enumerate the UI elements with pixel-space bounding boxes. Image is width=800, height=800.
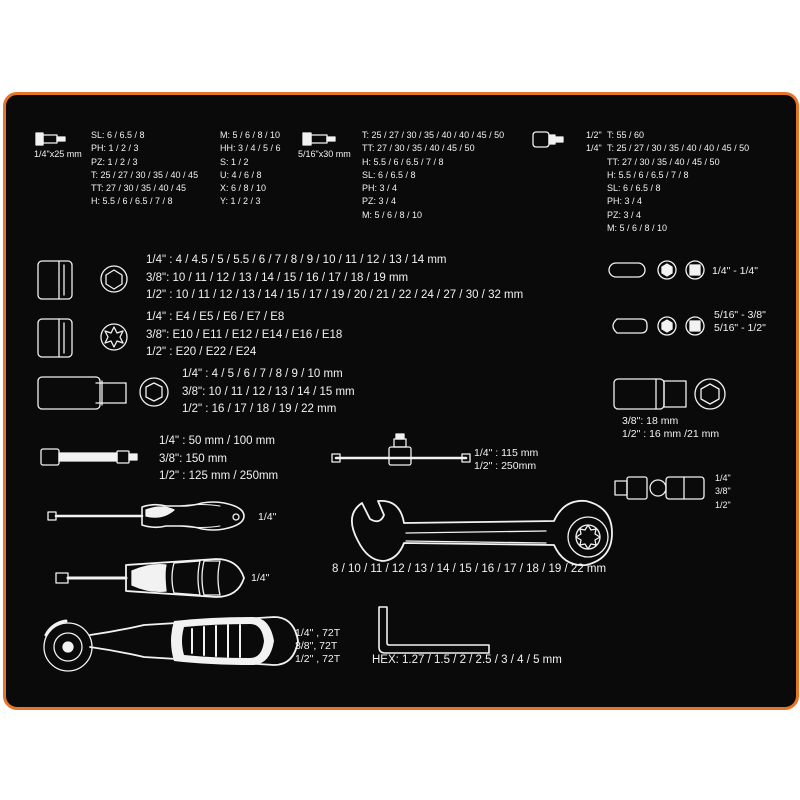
spark-plug-sizes: 3/8": 18 mm 1/2" : 16 mm /21 mm (622, 415, 720, 440)
torx-socket-icon (37, 318, 128, 358)
bit-1-4-icon (35, 132, 66, 146)
ratchet-icon (43, 616, 299, 672)
combination-wrench-icon (351, 499, 613, 567)
spinner-handle-label: 1/4" (251, 572, 270, 584)
hex-socket-sizes: 1/4" : 4 / 4.5 / 5 / 5.5 / 6 / 7 / 8 / 9… (146, 254, 524, 301)
bit-1-4-list: SL: 6 / 6.5 / 8 PH: 1 / 2 / 3 PZ: 1 / 2 … (91, 130, 199, 207)
universal-joint-sizes: 1/4" 3/8" 1/2" (715, 473, 731, 510)
deep-socket-sizes: 1/4" : 4 / 5 / 6 / 7 / 8 / 9 / 10 mm 3/8… (182, 368, 355, 415)
universal-joint-icon (614, 476, 705, 500)
bit-socket-icon (532, 131, 564, 148)
bit-5-16-icon (302, 132, 336, 146)
bit-misc-list: M: 5 / 6 / 8 / 10 HH: 3 / 4 / 5 / 6 S: 1… (220, 130, 281, 207)
screwdriver-icon (47, 501, 245, 531)
spinner-handle-icon (55, 558, 245, 598)
tool-set-panel: 1/4"x25 mm SL: 6 / 6.5 / 8 PH: 1 / 2 / 3… (3, 92, 799, 710)
spark-plug-socket-icon (613, 378, 726, 410)
deep-socket-icon (37, 376, 169, 410)
bit-5-16-list: T: 25 / 27 / 30 / 35 / 40 / 40 / 45 / 50… (362, 130, 505, 220)
extension-sizes: 1/4" : 50 mm / 100 mm 3/8": 150 mm 1/2" … (159, 435, 279, 482)
extension-bar-icon (40, 448, 138, 466)
ratchet-sizes: 1/4" , 72T 3/8", 72T 1/2" , 72T (295, 627, 341, 665)
hex-key-sizes: HEX: 1.27 / 1.5 / 2 / 2.5 / 3 / 4 / 5 mm (372, 654, 562, 666)
wrench-sizes: 8 / 10 / 11 / 12 / 13 / 14 / 15 / 16 / 1… (332, 563, 607, 575)
bit-5-16-size: 5/16"x30 mm (298, 149, 351, 159)
adapter-1-4-label: 1/4" - 1/4" (712, 265, 758, 277)
adapter-5-16-icon (612, 316, 705, 336)
hex-socket-icon (37, 260, 128, 300)
torx-socket-sizes: 1/4" : E4 / E5 / E6 / E7 / E8 3/8": E10 … (146, 311, 343, 358)
tool-outlines (35, 131, 726, 672)
adapter-5-16-labels: 5/16" - 3/8" 5/16" - 1/2" (714, 309, 766, 334)
hex-key-icon (378, 606, 490, 654)
t-bar-sizes: 1/4" : 115 mm 1/2" : 250mm (474, 447, 539, 472)
bit-socket-drives: 1/2" 1/4" (586, 130, 602, 154)
t-bar-icon (331, 433, 471, 466)
adapter-1-4-icon (608, 260, 705, 280)
screwdriver-label: 1/4" (258, 511, 277, 523)
bit-1-4-size: 1/4"x25 mm (34, 149, 82, 159)
bit-socket-list: T: 55 / 60 T: 25 / 27 / 30 / 35 / 40 / 4… (607, 130, 750, 234)
